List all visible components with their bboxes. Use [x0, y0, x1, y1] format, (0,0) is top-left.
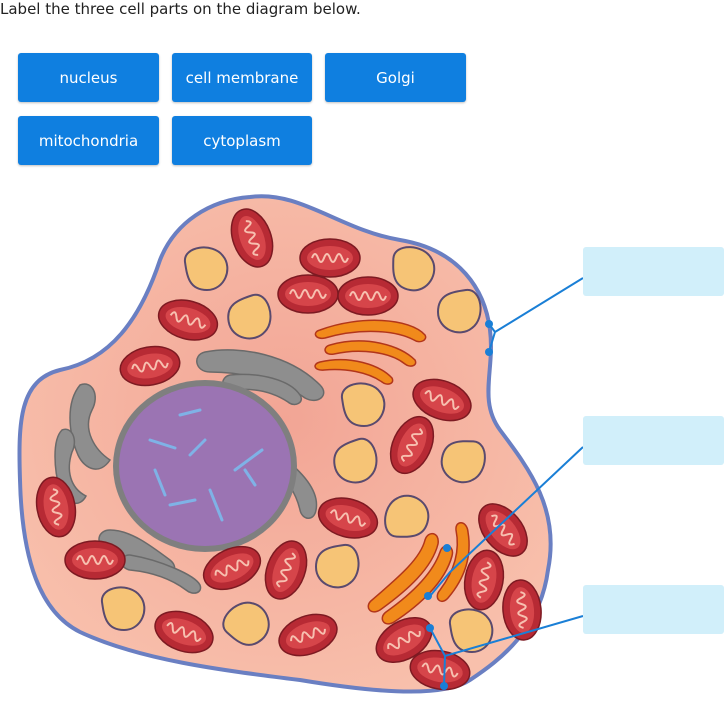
chip-nucleus[interactable]: nucleus: [18, 53, 159, 102]
golgi: [314, 319, 470, 625]
chip-cell-membrane[interactable]: cell membrane: [172, 53, 312, 102]
drop-target-1[interactable]: [583, 247, 724, 296]
chip-golgi[interactable]: Golgi: [325, 53, 466, 102]
chip-cytoplasm[interactable]: cytoplasm: [172, 116, 312, 165]
chip-mitochondria[interactable]: mitochondria: [18, 116, 159, 165]
drop-target-3[interactable]: [583, 585, 724, 634]
endoplasmic-reticulum: [54, 349, 325, 594]
instruction-text: Label the three cell parts on the diagra…: [0, 0, 361, 18]
nucleus: [113, 380, 297, 552]
leader-lines: [429, 277, 584, 687]
leader-dots: [424, 320, 493, 690]
drop-target-2[interactable]: [583, 416, 724, 465]
